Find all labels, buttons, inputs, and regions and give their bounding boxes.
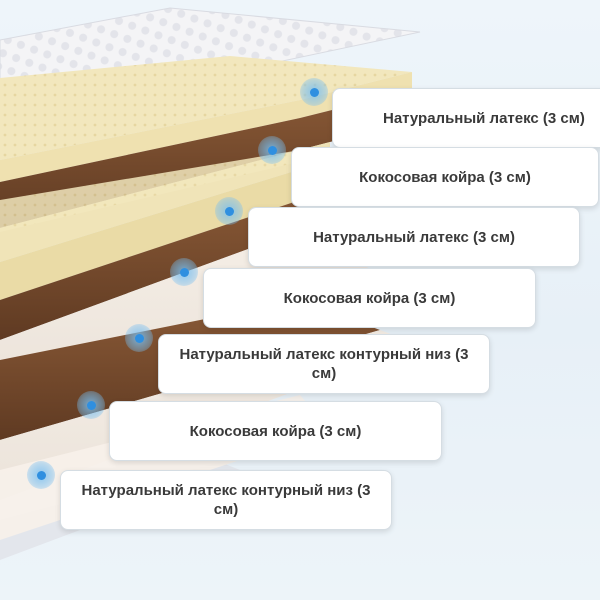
layer-latex-2-side bbox=[0, 160, 330, 300]
layer-latex-2-top bbox=[0, 150, 350, 232]
layer-2-label: Кокосовая койра (3 см) bbox=[359, 168, 531, 186]
layer-6-marker bbox=[77, 391, 105, 419]
layer-4-label: Кокосовая койра (3 см) bbox=[283, 289, 456, 307]
layer-7-marker bbox=[27, 461, 55, 489]
layer-3-marker bbox=[215, 197, 243, 225]
layer-1-marker bbox=[300, 78, 328, 106]
layer-3-label: Натуральный латекс (3 см) bbox=[313, 228, 515, 246]
layer-1-label-card: Натуральный латекс (3 см) bbox=[332, 88, 600, 148]
layer-4-label-card: Кокосовая койра (3 см) bbox=[203, 268, 536, 328]
layer-5-label-card: Натуральный латекс контурный низ (3 см) bbox=[158, 334, 490, 394]
layer-5-label: Натуральный латекс контурный низ (3 см) bbox=[179, 346, 469, 382]
layer-2-label-card: Кокосовая койра (3 см) bbox=[291, 147, 599, 207]
layer-7-label: Натуральный латекс контурный низ (3 см) bbox=[81, 482, 371, 518]
layer-4-marker bbox=[170, 258, 198, 286]
layer-6-label-card: Кокосовая койра (3 см) bbox=[109, 401, 442, 461]
layer-1-label: Натуральный латекс (3 см) bbox=[383, 109, 585, 127]
layer-3-label-card: Натуральный латекс (3 см) bbox=[248, 207, 580, 267]
layer-6-label: Кокосовая койра (3 см) bbox=[189, 422, 362, 440]
layer-5-marker bbox=[125, 324, 153, 352]
layer-7-label-card: Натуральный латекс контурный низ (3 см) bbox=[60, 470, 392, 530]
layer-coir-2 bbox=[0, 190, 330, 340]
layer-2-marker bbox=[258, 136, 286, 164]
